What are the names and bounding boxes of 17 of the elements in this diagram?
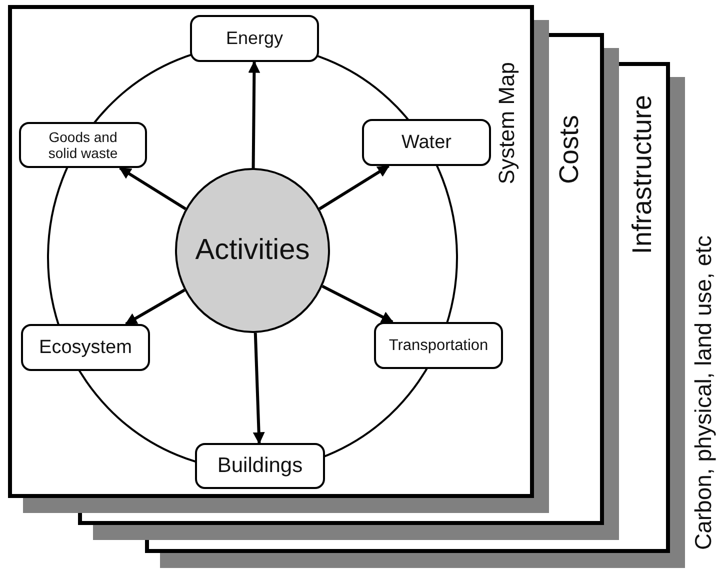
category-box: Water [362,119,491,166]
category-box: Ecosystem [21,324,150,371]
arrow [322,284,394,324]
side-note: Carbon, physical, land use, etc [690,234,717,550]
layer-title: System Map [494,62,520,184]
category-box: Buildings [195,443,325,489]
layer-title: Infrastructure [627,95,658,254]
arrow [248,60,260,168]
arrow [252,332,265,444]
arrow [318,164,390,210]
category-box: Goods and solid waste [19,122,147,168]
category-box: Transportation [374,322,503,369]
layer-title: Costs [554,115,585,184]
arrow [118,166,186,210]
node-label: Activities [195,234,310,267]
arrow [124,288,186,326]
category-box: Energy [190,15,319,62]
